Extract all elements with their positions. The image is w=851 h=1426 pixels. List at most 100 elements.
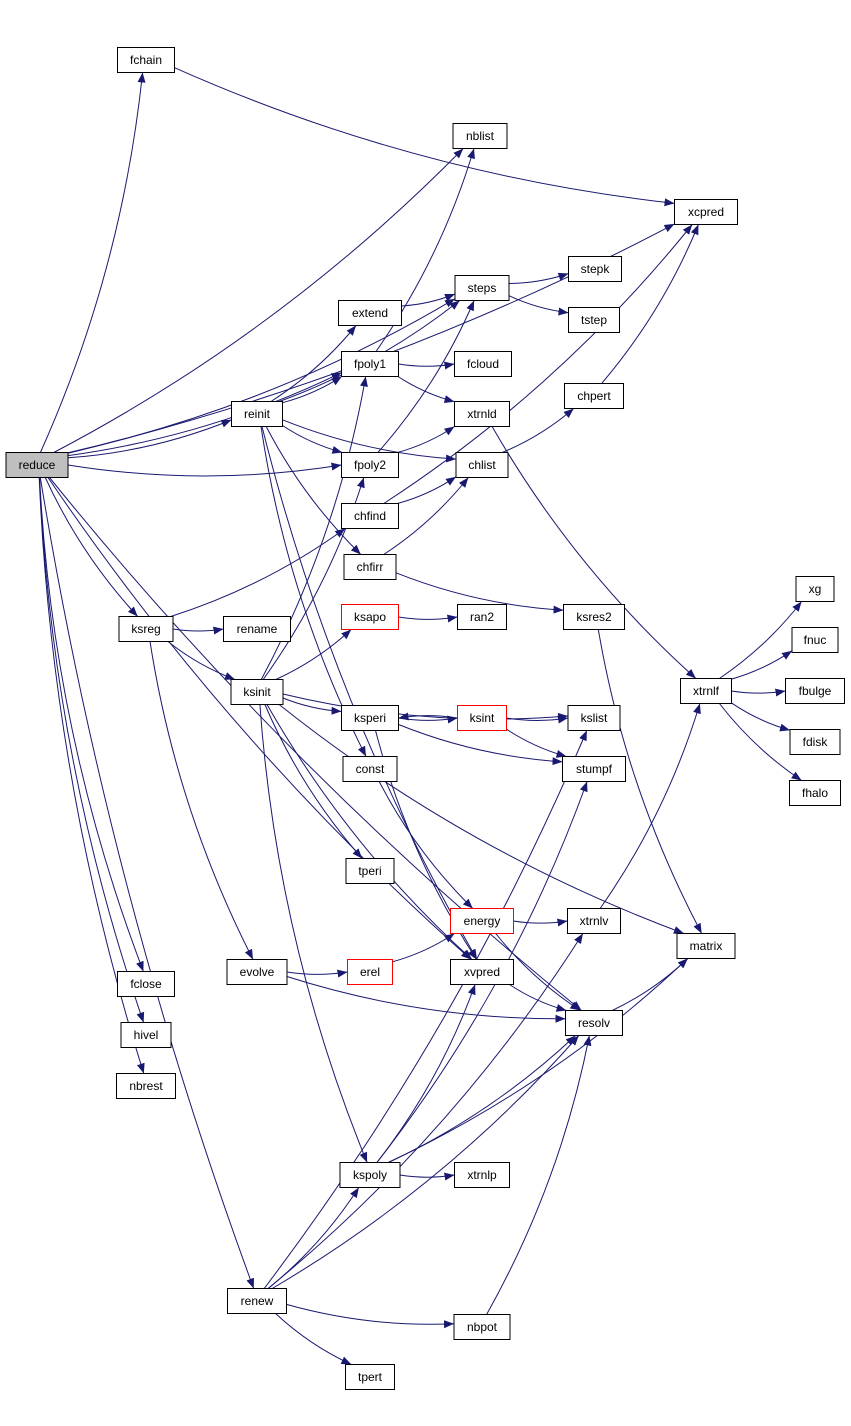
node-chpert[interactable]: chpert <box>564 383 624 409</box>
node-box[interactable] <box>785 678 845 704</box>
node-resolv[interactable]: resolv <box>565 1010 623 1036</box>
node-box[interactable] <box>339 1162 401 1188</box>
node-box[interactable] <box>680 678 732 704</box>
node-box[interactable] <box>226 959 288 985</box>
node-ksres2[interactable]: ksres2 <box>563 604 625 630</box>
node-box[interactable] <box>450 908 514 934</box>
node-nbpot[interactable]: nbpot <box>453 1314 511 1340</box>
node-box[interactable] <box>341 604 399 630</box>
node-ksinit[interactable]: ksinit <box>230 679 284 705</box>
node-box[interactable] <box>347 959 393 985</box>
node-box[interactable] <box>120 1022 172 1048</box>
node-box[interactable] <box>795 576 835 602</box>
node-fchain[interactable]: fchain <box>117 47 175 73</box>
node-xtrnld[interactable]: xtrnld <box>454 401 510 427</box>
node-ksperi[interactable]: ksperi <box>341 705 399 731</box>
node-box[interactable] <box>563 604 625 630</box>
node-box[interactable] <box>567 908 621 934</box>
node-box[interactable] <box>791 627 839 653</box>
node-rename[interactable]: rename <box>223 616 291 642</box>
node-box[interactable] <box>342 756 398 782</box>
node-hivel[interactable]: hivel <box>120 1022 172 1048</box>
node-xtrnlp[interactable]: xtrnlp <box>454 1162 510 1188</box>
node-box[interactable] <box>116 1073 176 1099</box>
node-box[interactable] <box>454 275 510 301</box>
node-box[interactable] <box>454 1162 510 1188</box>
node-box[interactable] <box>343 554 397 580</box>
node-tstep[interactable]: tstep <box>568 307 620 333</box>
node-box[interactable] <box>789 729 841 755</box>
node-kslist[interactable]: kslist <box>567 705 621 731</box>
node-steps[interactable]: steps <box>454 275 510 301</box>
node-box[interactable] <box>453 1314 511 1340</box>
node-chfirr[interactable]: chfirr <box>343 554 397 580</box>
node-tpert[interactable]: tpert <box>345 1364 395 1390</box>
node-matrix[interactable]: matrix <box>676 933 736 959</box>
node-box[interactable] <box>562 756 626 782</box>
node-ksapo[interactable]: ksapo <box>341 604 399 630</box>
node-box[interactable] <box>674 199 738 225</box>
node-stumpf[interactable]: stumpf <box>562 756 626 782</box>
node-box[interactable] <box>454 351 512 377</box>
node-box[interactable] <box>341 351 399 377</box>
node-renew[interactable]: renew <box>227 1288 287 1314</box>
node-fcloud[interactable]: fcloud <box>454 351 512 377</box>
node-box[interactable] <box>230 679 284 705</box>
node-erel[interactable]: erel <box>347 959 393 985</box>
node-evolve[interactable]: evolve <box>226 959 288 985</box>
node-box[interactable] <box>564 383 624 409</box>
node-fclose[interactable]: fclose <box>117 971 175 997</box>
node-box[interactable] <box>568 256 622 282</box>
node-chlist[interactable]: chlist <box>455 452 509 478</box>
node-fpoly1[interactable]: fpoly1 <box>341 351 399 377</box>
node-fpoly2[interactable]: fpoly2 <box>341 452 399 478</box>
node-stepk[interactable]: stepk <box>568 256 622 282</box>
node-box[interactable] <box>345 858 395 884</box>
node-xtrnlf[interactable]: xtrnlf <box>680 678 732 704</box>
node-reduce[interactable]: reduce <box>5 452 69 478</box>
node-nbrest[interactable]: nbrest <box>116 1073 176 1099</box>
node-box[interactable] <box>5 452 69 478</box>
node-box[interactable] <box>565 1010 623 1036</box>
node-const[interactable]: const <box>342 756 398 782</box>
node-box[interactable] <box>231 401 283 427</box>
node-box[interactable] <box>341 503 399 529</box>
node-box[interactable] <box>117 47 175 73</box>
node-box[interactable] <box>118 616 174 642</box>
node-box[interactable] <box>227 1288 287 1314</box>
node-xtrnlv[interactable]: xtrnlv <box>567 908 621 934</box>
node-box[interactable] <box>341 452 399 478</box>
node-ksreg[interactable]: ksreg <box>118 616 174 642</box>
node-box[interactable] <box>223 616 291 642</box>
node-box[interactable] <box>345 1364 395 1390</box>
node-extend[interactable]: extend <box>338 300 402 326</box>
node-fdisk[interactable]: fdisk <box>789 729 841 755</box>
node-xvpred[interactable]: xvpred <box>450 959 514 985</box>
node-box[interactable] <box>455 452 509 478</box>
node-box[interactable] <box>567 705 621 731</box>
node-xcpred[interactable]: xcpred <box>674 199 738 225</box>
node-box[interactable] <box>457 604 507 630</box>
node-fhalo[interactable]: fhalo <box>789 780 841 806</box>
node-box[interactable] <box>450 959 514 985</box>
node-box[interactable] <box>341 705 399 731</box>
node-kspoly[interactable]: kspoly <box>339 1162 401 1188</box>
node-box[interactable] <box>454 401 510 427</box>
node-fnuc[interactable]: fnuc <box>791 627 839 653</box>
node-box[interactable] <box>452 123 508 149</box>
node-xg[interactable]: xg <box>795 576 835 602</box>
node-energy[interactable]: energy <box>450 908 514 934</box>
node-box[interactable] <box>117 971 175 997</box>
node-tperi[interactable]: tperi <box>345 858 395 884</box>
node-box[interactable] <box>568 307 620 333</box>
node-reinit[interactable]: reinit <box>231 401 283 427</box>
node-box[interactable] <box>676 933 736 959</box>
node-fbulge[interactable]: fbulge <box>785 678 845 704</box>
node-box[interactable] <box>457 705 507 731</box>
node-box[interactable] <box>338 300 402 326</box>
node-box[interactable] <box>789 780 841 806</box>
node-ksint[interactable]: ksint <box>457 705 507 731</box>
node-nblist[interactable]: nblist <box>452 123 508 149</box>
node-ran2[interactable]: ran2 <box>457 604 507 630</box>
node-chfind[interactable]: chfind <box>341 503 399 529</box>
